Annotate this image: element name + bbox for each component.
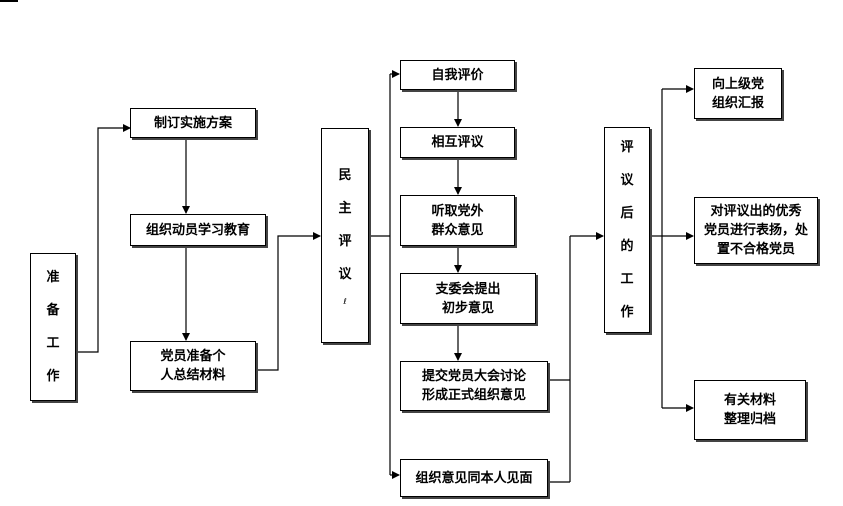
node-after-char: 评 (620, 140, 634, 155)
node-preparation-char: 备 (46, 303, 60, 318)
node-self-evaluation: 自我评价 (400, 60, 515, 90)
node-after-review: 评 议 后 的 工 作 (604, 127, 650, 333)
node-branch-committee: 支委会提出 初步意见 (400, 273, 536, 324)
node-summary: 党员准备个 人总结材料 (130, 341, 256, 391)
node-preparation-char: 工 (46, 336, 60, 351)
arrow-prep-to-plan (75, 124, 131, 353)
node-listen-opinions: 听取党外 群众意见 (400, 195, 515, 246)
node-after-char: 作 (620, 305, 634, 320)
node-democratic-review: 民 主 评 议 ℓ (321, 128, 369, 343)
node-mutual-review: 相互评议 (400, 127, 515, 158)
node-democratic-char: 民 (338, 167, 352, 183)
node-archive-materials: 有关材料 整理归档 (694, 380, 806, 440)
node-preparation-char: 准 (46, 270, 60, 285)
node-after-char: 的 (620, 239, 634, 254)
node-plan: 制订实施方案 (130, 108, 256, 138)
node-democratic-mark: ℓ (343, 296, 347, 306)
node-commend-handle: 对评议出的优秀 党员进行表扬，处 置不合格党员 (694, 197, 818, 264)
node-submit-meeting: 提交党员大会讨论 形成正式组织意见 (400, 361, 548, 411)
arrow-summary-to-democratic (256, 232, 321, 371)
node-after-char: 工 (620, 272, 634, 287)
corner-mark (0, 0, 18, 2)
node-democratic-char: 评 (338, 233, 352, 249)
node-mobilize: 组织动员学习教育 (130, 214, 266, 246)
node-after-char: 议 (620, 173, 634, 188)
node-democratic-char: 主 (338, 200, 352, 216)
node-preparation-char: 作 (46, 369, 60, 384)
node-preparation: 准 备 工 作 (30, 253, 76, 401)
node-report-upward: 向上级党 组织汇报 (694, 68, 782, 119)
node-meet-in-person: 组织意见同本人见面 (400, 459, 548, 497)
node-democratic-char: 议 (338, 266, 352, 282)
node-after-char: 后 (620, 206, 634, 221)
